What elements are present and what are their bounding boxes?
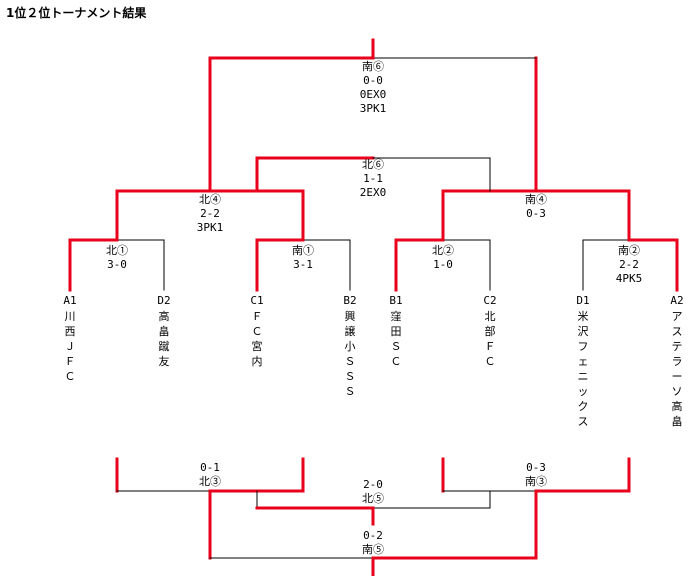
match-id: 南③ bbox=[525, 475, 547, 488]
match-consolation-4: 0-2 南⑤ bbox=[333, 529, 413, 557]
team-seed: C1 bbox=[250, 294, 264, 307]
match-score: 3-1 bbox=[293, 258, 313, 271]
team-d2: D2 高畠蹴友 bbox=[154, 294, 174, 369]
match-id: 北④ bbox=[199, 193, 221, 206]
match-semifinal-1: 北④ 2-2 3PK1 bbox=[170, 193, 250, 235]
team-name: 川西ＪＦＣ bbox=[64, 310, 76, 383]
team-name: 北部ＦＣ bbox=[484, 310, 496, 368]
match-consolation-3: 2-0 北⑤ bbox=[333, 478, 413, 506]
team-seed: D1 bbox=[576, 294, 590, 307]
team-seed: C2 bbox=[483, 294, 497, 307]
team-a2: A2 アステラーソ高畠 bbox=[667, 294, 687, 429]
match-score: 0-2 bbox=[363, 529, 383, 542]
match-id: 南⑤ bbox=[362, 543, 384, 556]
match-id: 北⑥ bbox=[362, 158, 384, 171]
match-round1-2: 南① 3-1 bbox=[263, 244, 343, 272]
match-score: 2-0 bbox=[363, 478, 383, 491]
team-seed: D2 bbox=[157, 294, 171, 307]
match-score: 0-3 bbox=[526, 207, 546, 220]
match-id: 南④ bbox=[525, 193, 547, 206]
match-round1-1: 北① 3-0 bbox=[77, 244, 157, 272]
match-round1-3: 北② 1-0 bbox=[403, 244, 483, 272]
match-round1-4: 南② 2-2 4PK5 bbox=[589, 244, 669, 286]
team-name: ＦＣ宮内 bbox=[251, 310, 263, 368]
page-title: 1位２位トーナメント結果 bbox=[6, 6, 147, 20]
match-id: 南② bbox=[618, 244, 640, 257]
match-score: 0-0 bbox=[363, 74, 383, 87]
team-name: アステラーソ高畠 bbox=[671, 310, 683, 428]
team-seed: A1 bbox=[63, 294, 77, 307]
match-id: 北⑤ bbox=[362, 492, 384, 505]
team-seed: B2 bbox=[343, 294, 357, 307]
match-id: 南⑥ bbox=[362, 60, 384, 73]
match-pk: 3PK1 bbox=[196, 221, 224, 234]
match-extra-time: 2EX0 bbox=[359, 186, 387, 199]
team-name: 米沢フェニックス bbox=[577, 310, 589, 428]
match-consolation-1: 0-1 北③ bbox=[170, 461, 250, 489]
match-id: 北② bbox=[432, 244, 454, 257]
team-name: 興譲小ＳＳＳ bbox=[344, 310, 356, 398]
match-final: 南⑥ 0-0 0EX0 3PK1 bbox=[333, 60, 413, 116]
team-c2: C2 北部ＦＣ bbox=[480, 294, 500, 369]
team-seed: A2 bbox=[670, 294, 684, 307]
team-c1: C1 ＦＣ宮内 bbox=[247, 294, 267, 369]
match-score: 2-2 bbox=[619, 258, 639, 271]
match-extra-time: 0EX0 bbox=[359, 88, 387, 101]
team-b1: B1 窪田ＳＣ bbox=[386, 294, 406, 369]
match-consolation-2: 0-3 南③ bbox=[496, 461, 576, 489]
team-name: 高畠蹴友 bbox=[158, 310, 170, 368]
match-score: 0-1 bbox=[200, 461, 220, 474]
match-third-place: 北⑥ 1-1 2EX0 bbox=[333, 158, 413, 200]
match-id: 南① bbox=[292, 244, 314, 257]
team-d1: D1 米沢フェニックス bbox=[573, 294, 593, 429]
match-pk: 4PK5 bbox=[615, 272, 643, 285]
match-score: 0-3 bbox=[526, 461, 546, 474]
team-a1: A1 川西ＪＦＣ bbox=[60, 294, 80, 384]
match-pk: 3PK1 bbox=[359, 102, 387, 115]
team-seed: B1 bbox=[389, 294, 403, 307]
team-b2: B2 興譲小ＳＳＳ bbox=[340, 294, 360, 399]
match-score: 3-0 bbox=[107, 258, 127, 271]
team-name: 窪田ＳＣ bbox=[390, 310, 402, 368]
match-score: 1-1 bbox=[363, 172, 383, 185]
match-score: 1-0 bbox=[433, 258, 453, 271]
match-id: 北① bbox=[106, 244, 128, 257]
match-score: 2-2 bbox=[200, 207, 220, 220]
match-id: 北③ bbox=[199, 475, 221, 488]
match-semifinal-2: 南④ 0-3 bbox=[496, 193, 576, 221]
